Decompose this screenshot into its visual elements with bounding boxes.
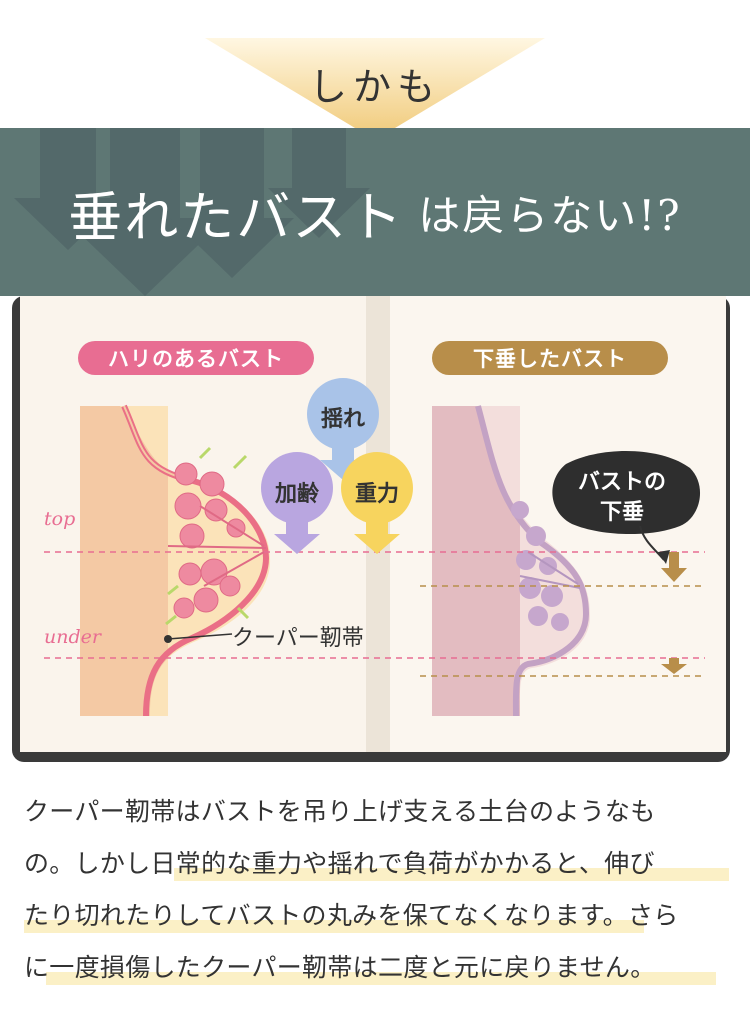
cooper-ligament-label: クーパー靭帯 xyxy=(232,626,364,651)
sagging-bust-illustration xyxy=(432,405,590,717)
ribbon-label: バストの 下垂 xyxy=(556,468,688,528)
lead-triangle xyxy=(205,38,545,128)
ribbon-line-1: バストの xyxy=(577,470,666,495)
down-arrows-icon xyxy=(14,128,370,296)
description-paragraph: クーパー靭帯はバストを吊り上げ支える土台のようなも の。しかし日常的な重力や揺れ… xyxy=(24,786,734,994)
headline-main: 垂れたバスト xyxy=(68,185,405,249)
under-line-label: under xyxy=(44,626,101,648)
lead-text: しかも xyxy=(308,65,441,109)
description-line-2: の。しかし日常的な重力や揺れで負荷がかかると、伸び xyxy=(24,838,734,890)
description-line-1: クーパー靭帯はバストを吊り上げ支える土台のようなも xyxy=(24,786,734,838)
description-line-3: たり切れたりしてバストの丸みを保てなくなります。さら xyxy=(24,890,734,942)
description-line-4: に一度損傷したクーパー靭帯は二度と元に戻りません。 xyxy=(24,942,734,994)
highlight-3 xyxy=(46,972,716,985)
sagging-bust-label: 下垂したバスト xyxy=(432,341,668,375)
headline-title: 垂れたバスト は戻らない!? xyxy=(0,128,750,296)
top-line-label: top xyxy=(44,508,76,530)
lead-area: しかも xyxy=(0,0,750,128)
description-text-3: たり切れたりしてバストの丸みを保てなくなります。さら xyxy=(24,901,679,930)
headline-sub: は戻らない!? xyxy=(418,190,682,240)
ribbon-line-2: 下垂 xyxy=(599,500,644,525)
headline-banner: 垂れたバスト は戻らない!? xyxy=(0,128,750,296)
firm-bust-label: ハリのあるバスト xyxy=(78,341,314,375)
description-text-1: クーパー靭帯はバストを吊り上げ支える土台のようなも xyxy=(24,797,656,826)
cause-gravity-label: 重力 xyxy=(354,482,399,507)
highlight-2 xyxy=(24,920,644,933)
cause-sway-label: 揺れ xyxy=(320,407,365,432)
description-text-2: の。しかし日常的な重力や揺れで負荷がかかると、伸び xyxy=(24,849,655,878)
description-text-4: に一度損傷したクーパー靭帯は二度と元に戻りません。 xyxy=(24,953,656,982)
firm-bust-illustration xyxy=(80,404,271,717)
highlight-1 xyxy=(174,868,729,881)
cause-aging-label: 加齢 xyxy=(274,482,319,507)
